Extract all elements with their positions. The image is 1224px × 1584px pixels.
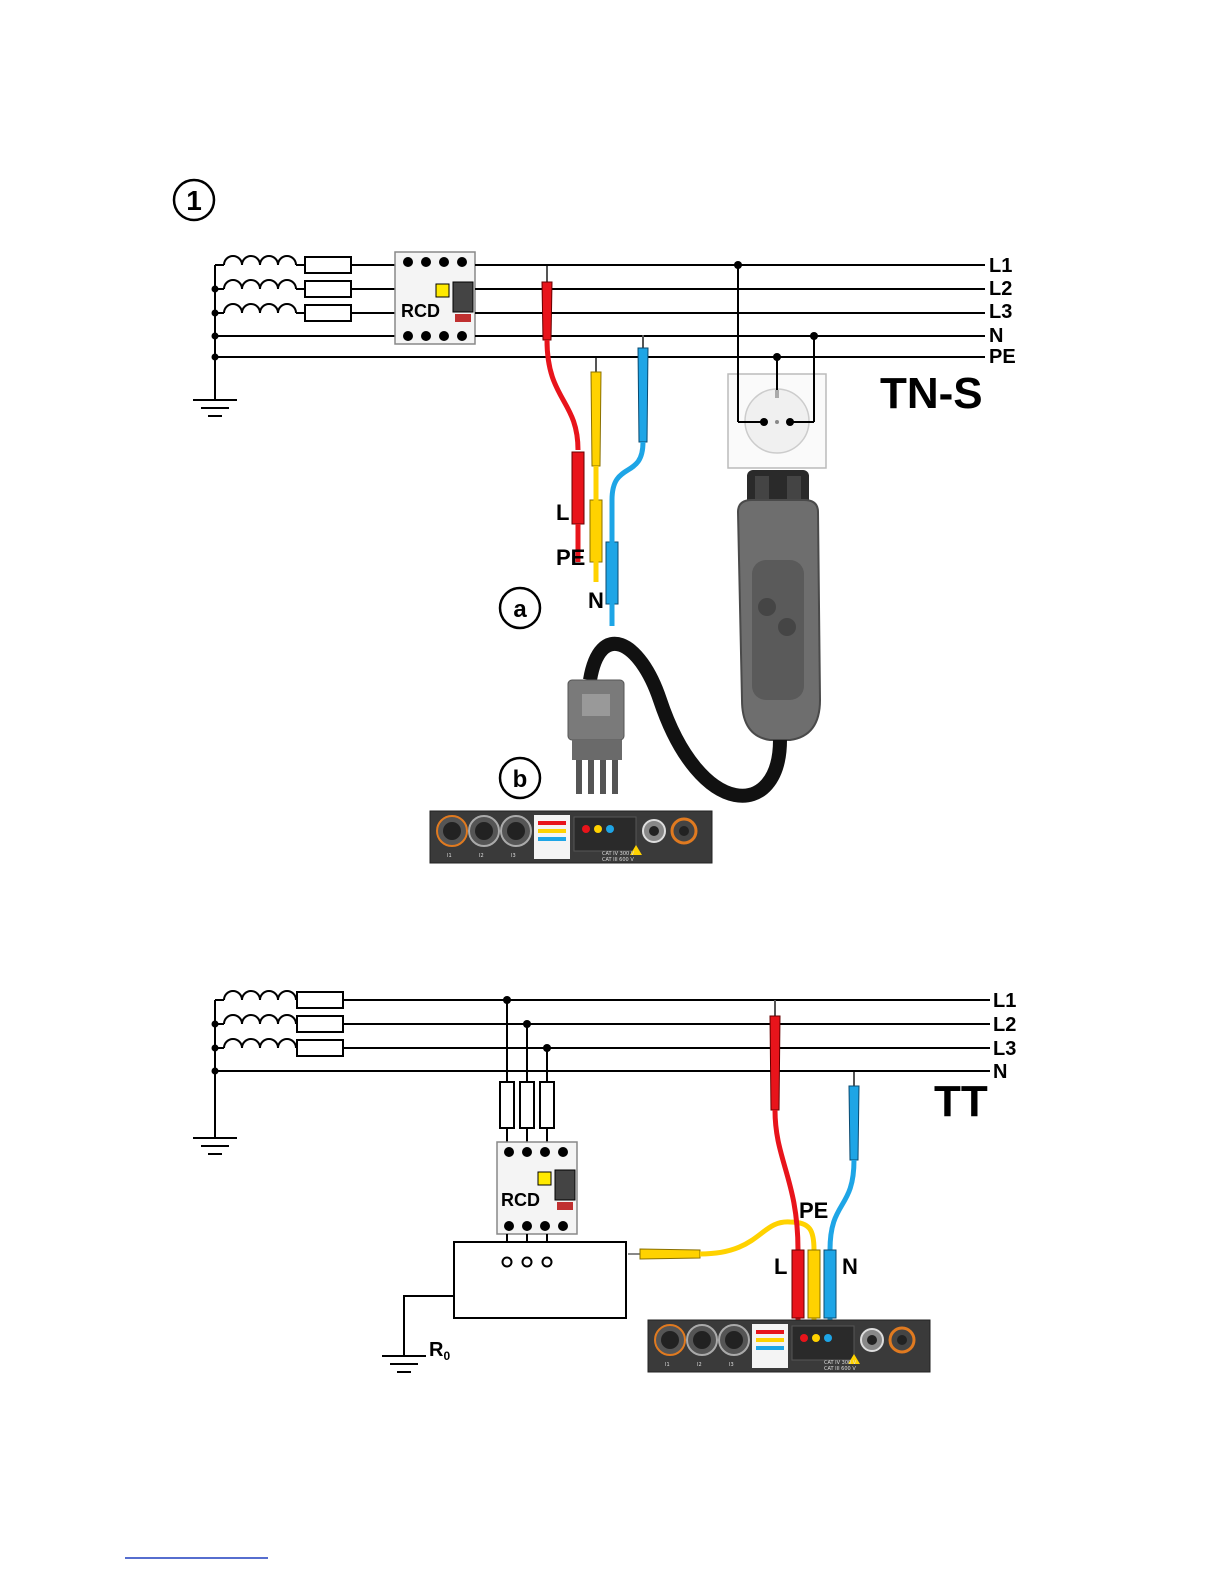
tns-socket-label-i2: I2 [479,853,484,859]
tt-earth-label-main: R [429,1339,444,1361]
tns-blue-probe [606,335,648,626]
tt-line-label-l3: L3 [993,1038,1016,1060]
tns-meter-panel: I1 I2 I3 CAT IV 300 V CAT III 600 V [430,811,712,863]
tns-rcd-label: RCD [401,301,440,321]
tns-transformer-coils [215,256,296,313]
tt-socket-label-i2: I2 [697,1362,702,1368]
tns-rcd: RCD [395,252,475,344]
tt-load-box [404,1234,626,1356]
tns-fuses [305,257,351,321]
step-marker-text: 1 [186,185,202,216]
tt-socket-label-i1: I1 [665,1362,670,1368]
tns-line-label-l1: L1 [989,255,1012,277]
callout-a: a [500,588,540,628]
callout-b-text: b [513,766,528,793]
callout-b: b [500,758,540,798]
tns-cat-text-2: CAT III 600 V [602,857,634,863]
tns-line-label-l2: L2 [989,278,1012,300]
tt-vertical-fuses [500,1082,554,1128]
tt-probe-label-pe: PE [799,1198,828,1223]
tt-fuses [297,992,343,1056]
tt-rcd-label: RCD [501,1190,540,1210]
tns-line-label-l3: L3 [989,301,1012,323]
tt-system-label: TT [934,1077,988,1126]
tt-meter-panel: I1 I2 I3 CAT IV 300 V CAT III 600 V [648,1320,930,1372]
tt-line-label-l1: L1 [993,990,1016,1012]
tt-red-probe [770,1000,804,1340]
tt-ground-symbol [193,1138,237,1154]
tns-probe-label-l: L [556,500,569,525]
tns-line-label-pe: PE [989,346,1016,368]
tns-probe-label-pe: PE [556,545,585,570]
tt-earth-label-sub: 0 [443,1349,450,1363]
tns-system-label: TN-S [880,369,983,418]
tns-diagram: RCD L1 L2 L3 N PE TN-S [193,252,1016,863]
tns-plug-adapter [738,470,820,740]
tns-socket-label-i3: I3 [511,853,516,859]
tt-diagram: L1 L2 L3 N TT R [193,990,1016,1372]
tt-rcd: RCD [497,1142,577,1234]
tt-socket-label-i3: I3 [729,1362,734,1368]
tt-transformer-coils [215,991,296,1048]
step-marker: 1 [174,180,214,220]
tns-socket-label-i1: I1 [447,853,452,859]
tns-socket-outlet [728,261,826,468]
tt-earth-ground [382,1356,426,1372]
tns-multipin-connector [568,680,624,794]
tt-cat-text-2: CAT III 600 V [824,1366,856,1372]
tt-line-label-n: N [993,1061,1007,1083]
tt-line-label-l2: L2 [993,1014,1016,1036]
tt-blue-probe [824,1072,859,1340]
tns-ground-symbol [193,400,237,416]
tns-yellow-probe [590,358,602,582]
tns-probe-label-n: N [588,588,604,613]
callout-a-text: a [513,596,527,623]
rcd-indicator [436,284,449,297]
tt-probe-label-n: N [842,1254,858,1279]
tt-earth-label: R0 [429,1339,450,1363]
tns-line-label-n: N [989,325,1003,347]
tt-probe-label-l: L [774,1254,787,1279]
